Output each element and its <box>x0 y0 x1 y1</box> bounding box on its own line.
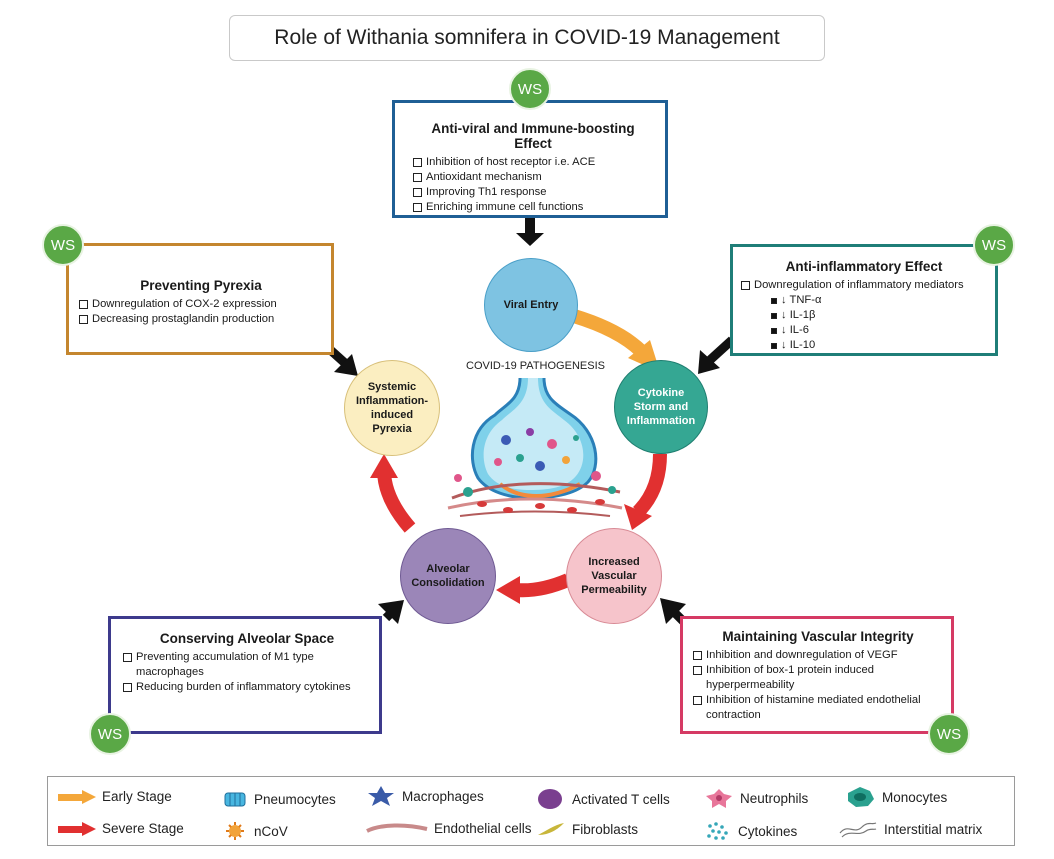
vascular-item: Inhibition of box-1 protein induced hype… <box>693 663 943 693</box>
legend-interstitial-label: Interstitial matrix <box>884 821 983 837</box>
pneumocyte-icon <box>224 792 246 807</box>
antiinflammatory-box: Anti-inflammatory Effect Downregulation … <box>730 244 998 356</box>
antiviral-item: Enriching immune cell functions <box>413 200 653 215</box>
fibroblast-icon <box>538 823 564 835</box>
antiinflammatory-sublist: ↓ TNF-α ↓ IL-1β ↓ IL-6 ↓ IL-10 <box>741 293 987 353</box>
alveolar-item: Reducing burden of inflammatory cytokine… <box>123 680 371 695</box>
vascular-list: Inhibition and downregulation of VEGF In… <box>693 648 943 723</box>
legend-severe-label: Severe Stage <box>102 821 184 836</box>
legend-fibroblasts: Fibroblasts <box>536 821 638 837</box>
legend-monocytes-label: Monocytes <box>882 789 948 805</box>
severe-arrow-alveolar-pyrexia <box>370 454 416 533</box>
pyrexia-item: Downregulation of COX-2 expression <box>79 297 323 312</box>
t-cell-icon <box>538 789 562 809</box>
alveolar-list: Preventing accumulation of M1 type macro… <box>123 650 371 695</box>
alveolus-illustration <box>470 377 598 500</box>
stage-systemic-pyrexia: Systemic Inflammation-induced Pyrexia <box>344 360 440 456</box>
legend-fibroblasts-label: Fibroblasts <box>572 821 639 837</box>
vascular-item: Inhibition and downregulation of VEGF <box>693 648 943 663</box>
legend-severe-stage: Severe Stage <box>58 821 184 836</box>
pyrexia-box: Preventing Pyrexia Downregulation of COX… <box>66 243 334 355</box>
stage-viral-entry: Viral Entry <box>484 258 578 352</box>
mediator-item: ↓ IL-1β <box>771 308 987 323</box>
legend-monocytes: Monocytes <box>844 785 947 809</box>
legend-pneumocytes: Pneumocytes <box>222 789 336 809</box>
mediator-item: ↓ IL-10 <box>771 338 987 353</box>
connector-alveolar-arrow <box>378 600 404 624</box>
severe-stage-arrow-icon <box>58 821 96 836</box>
monocyte-icon <box>848 787 874 807</box>
connector-antiinflammatory-arrow <box>698 336 736 374</box>
antiviral-title: Anti-viral and Immune-boosting Effect <box>431 121 635 151</box>
cytokine-icon <box>707 822 728 840</box>
alveolar-item: Preventing accumulation of M1 type macro… <box>123 650 371 680</box>
legend-pneumocytes-label: Pneumocytes <box>254 791 336 807</box>
antiinflammatory-list: Downregulation of inflammatory mediators <box>741 278 987 293</box>
endothelial-cell-icon <box>366 823 428 833</box>
ws-badge-pyrexia: WS <box>42 224 84 266</box>
stage-cytokine-storm: Cytokine Storm and Inflammation <box>614 360 708 454</box>
legend-interstitial: Interstitial matrix <box>838 819 982 839</box>
ws-badge-antiviral: WS <box>509 68 551 110</box>
neutrophil-icon <box>706 789 732 808</box>
legend-neutrophils: Neutrophils <box>704 787 808 809</box>
legend-cytokines: Cytokines <box>704 821 797 841</box>
mediator-item: ↓ IL-6 <box>771 323 987 338</box>
vascular-item: Inhibition of histamine mediated endothe… <box>693 693 943 723</box>
legend-cytokines-label: Cytokines <box>738 823 798 839</box>
vascular-title: Maintaining Vascular Integrity <box>722 629 914 644</box>
legend-neutrophils-label: Neutrophils <box>740 790 809 806</box>
legend-ncov-label: nCoV <box>254 823 288 839</box>
pyrexia-list: Downregulation of COX-2 expression Decre… <box>79 297 323 327</box>
antiviral-list: Inhibition of host receptor i.e. ACE Ant… <box>413 155 653 215</box>
legend-early-label: Early Stage <box>102 789 172 804</box>
vascular-box: Maintaining Vascular Integrity Inhibitio… <box>680 616 954 734</box>
antiinflammatory-item: Downregulation of inflammatory mediators <box>741 278 987 293</box>
legend: Early Stage Severe Stage Pneumocytes nCo… <box>47 776 1015 846</box>
legend-ncov: nCoV <box>222 821 288 841</box>
ws-badge-vascular: WS <box>928 713 970 755</box>
legend-tcells-label: Activated T cells <box>572 791 670 807</box>
mediator-item: ↓ TNF-α <box>771 293 987 308</box>
capillary-illustration <box>447 471 623 517</box>
antiviral-item: Inhibition of host receptor i.e. ACE <box>413 155 653 170</box>
interstitial-matrix-icon <box>839 822 877 838</box>
pathogenesis-label: COVID-19 PATHOGENESIS <box>466 360 605 372</box>
antiinflammatory-title: Anti-inflammatory Effect <box>785 259 943 274</box>
stage-vascular-permeability: Increased Vascular Permeability <box>566 528 662 624</box>
legend-endothelial-label: Endothelial cells <box>434 821 532 836</box>
alveolar-title: Conserving Alveolar Space <box>159 631 335 646</box>
macrophage-icon <box>368 786 394 806</box>
stage-alveolar-consolidation: Alveolar Consolidation <box>400 528 496 624</box>
antiviral-item: Improving Th1 response <box>413 185 653 200</box>
pyrexia-item: Decreasing prostaglandin production <box>79 312 323 327</box>
severe-arrow-cytokine-vascular <box>624 453 667 530</box>
antiviral-item: Antioxidant mechanism <box>413 170 653 185</box>
alveolar-box: Conserving Alveolar Space Preventing acc… <box>108 616 382 734</box>
legend-endothelial: Endothelial cells <box>366 821 532 836</box>
early-stage-arrow-icon <box>58 789 96 804</box>
pyrexia-title: Preventing Pyrexia <box>140 278 262 293</box>
ws-badge-alveolar: WS <box>89 713 131 755</box>
diagram-title: Role of Withania somnifera in COVID-19 M… <box>229 15 825 61</box>
legend-macrophages-label: Macrophages <box>402 788 484 804</box>
severe-arrow-vascular-alveolar <box>496 573 571 604</box>
ncov-icon <box>226 822 244 840</box>
ws-badge-antiinflammatory: WS <box>973 224 1015 266</box>
diagram-canvas <box>322 218 736 628</box>
legend-macrophages: Macrophages <box>366 785 484 807</box>
legend-early-stage: Early Stage <box>58 789 172 804</box>
connector-antiviral-arrow <box>516 218 544 246</box>
legend-tcells: Activated T cells <box>536 787 670 811</box>
antiviral-box: Anti-viral and Immune-boosting Effect In… <box>392 100 668 218</box>
